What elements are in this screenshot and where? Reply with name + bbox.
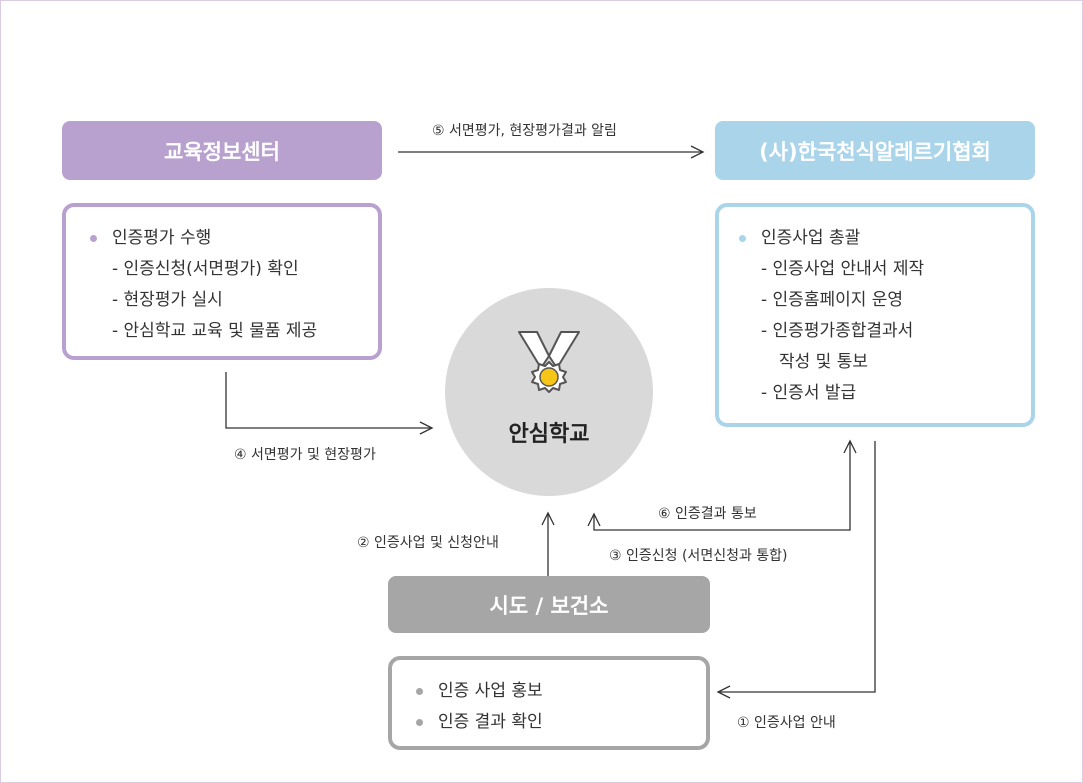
list-item: 인증 결과 확인	[414, 707, 706, 738]
education-center-box: 인증평가 수행 - 인증신청(서면평가) 확인 - 현장평가 실시 - 안심학교…	[62, 203, 382, 360]
arrow-step6	[593, 441, 851, 531]
list-item: - 안심학교 교육 및 물품 제공	[112, 321, 318, 341]
association-title: (사)한국천식알레르기협회	[759, 139, 991, 164]
list-item: - 현장평가 실시	[112, 290, 223, 310]
safe-school-circle: 안심학교	[445, 288, 653, 496]
medal-icon	[518, 331, 580, 393]
province-box: 인증 사업 홍보 인증 결과 확인	[388, 656, 710, 750]
list-item: - 인증신청(서면평가) 확인	[112, 259, 299, 279]
association-box: 인증사업 총괄 - 인증사업 안내서 제작 - 인증홈페이지 운영 - 인증평가…	[715, 203, 1035, 427]
list-item: 작성 및 통보	[779, 352, 869, 372]
province-title: 시도 / 보건소	[489, 593, 609, 618]
association-header: (사)한국천식알레르기협회	[715, 121, 1035, 180]
bullet-icon	[90, 235, 97, 242]
flow-label-step1: ① 인증사업 안내	[737, 715, 836, 731]
list-item: - 인증사업 안내서 제작	[761, 259, 925, 279]
education-center-title: 교육정보센터	[164, 139, 280, 164]
list-item: 인증사업 총괄	[737, 223, 1031, 254]
list-item: 인증 사업 홍보	[414, 676, 706, 707]
province-header: 시도 / 보건소	[388, 576, 710, 633]
arrow-step1	[718, 441, 876, 693]
list-item: - 인증평가종합결과서	[761, 321, 914, 341]
bullet-icon	[739, 235, 746, 242]
safe-school-label: 안심학교	[508, 422, 590, 447]
list-item: - 인증서 발급	[761, 383, 857, 403]
flow-label-step5: ⑤ 서면평가, 현장평가결과 알림	[432, 123, 617, 139]
arrow-step4	[225, 372, 432, 429]
flow-label-step6: ⑥ 인증결과 통보	[658, 506, 757, 522]
list-item: 인증평가 수행	[88, 223, 378, 254]
flow-label-step4: ④ 서면평가 및 현장평가	[234, 447, 376, 463]
education-center-header: 교육정보센터	[62, 121, 382, 180]
bullet-icon	[416, 688, 423, 695]
list-item: - 인증홈페이지 운영	[761, 290, 904, 310]
flow-label-step3: ③ 인증신청 (서면신청과 통합)	[609, 548, 788, 564]
bullet-icon	[416, 719, 423, 726]
flow-label-step2: ② 인증사업 및 신청안내	[357, 535, 499, 551]
